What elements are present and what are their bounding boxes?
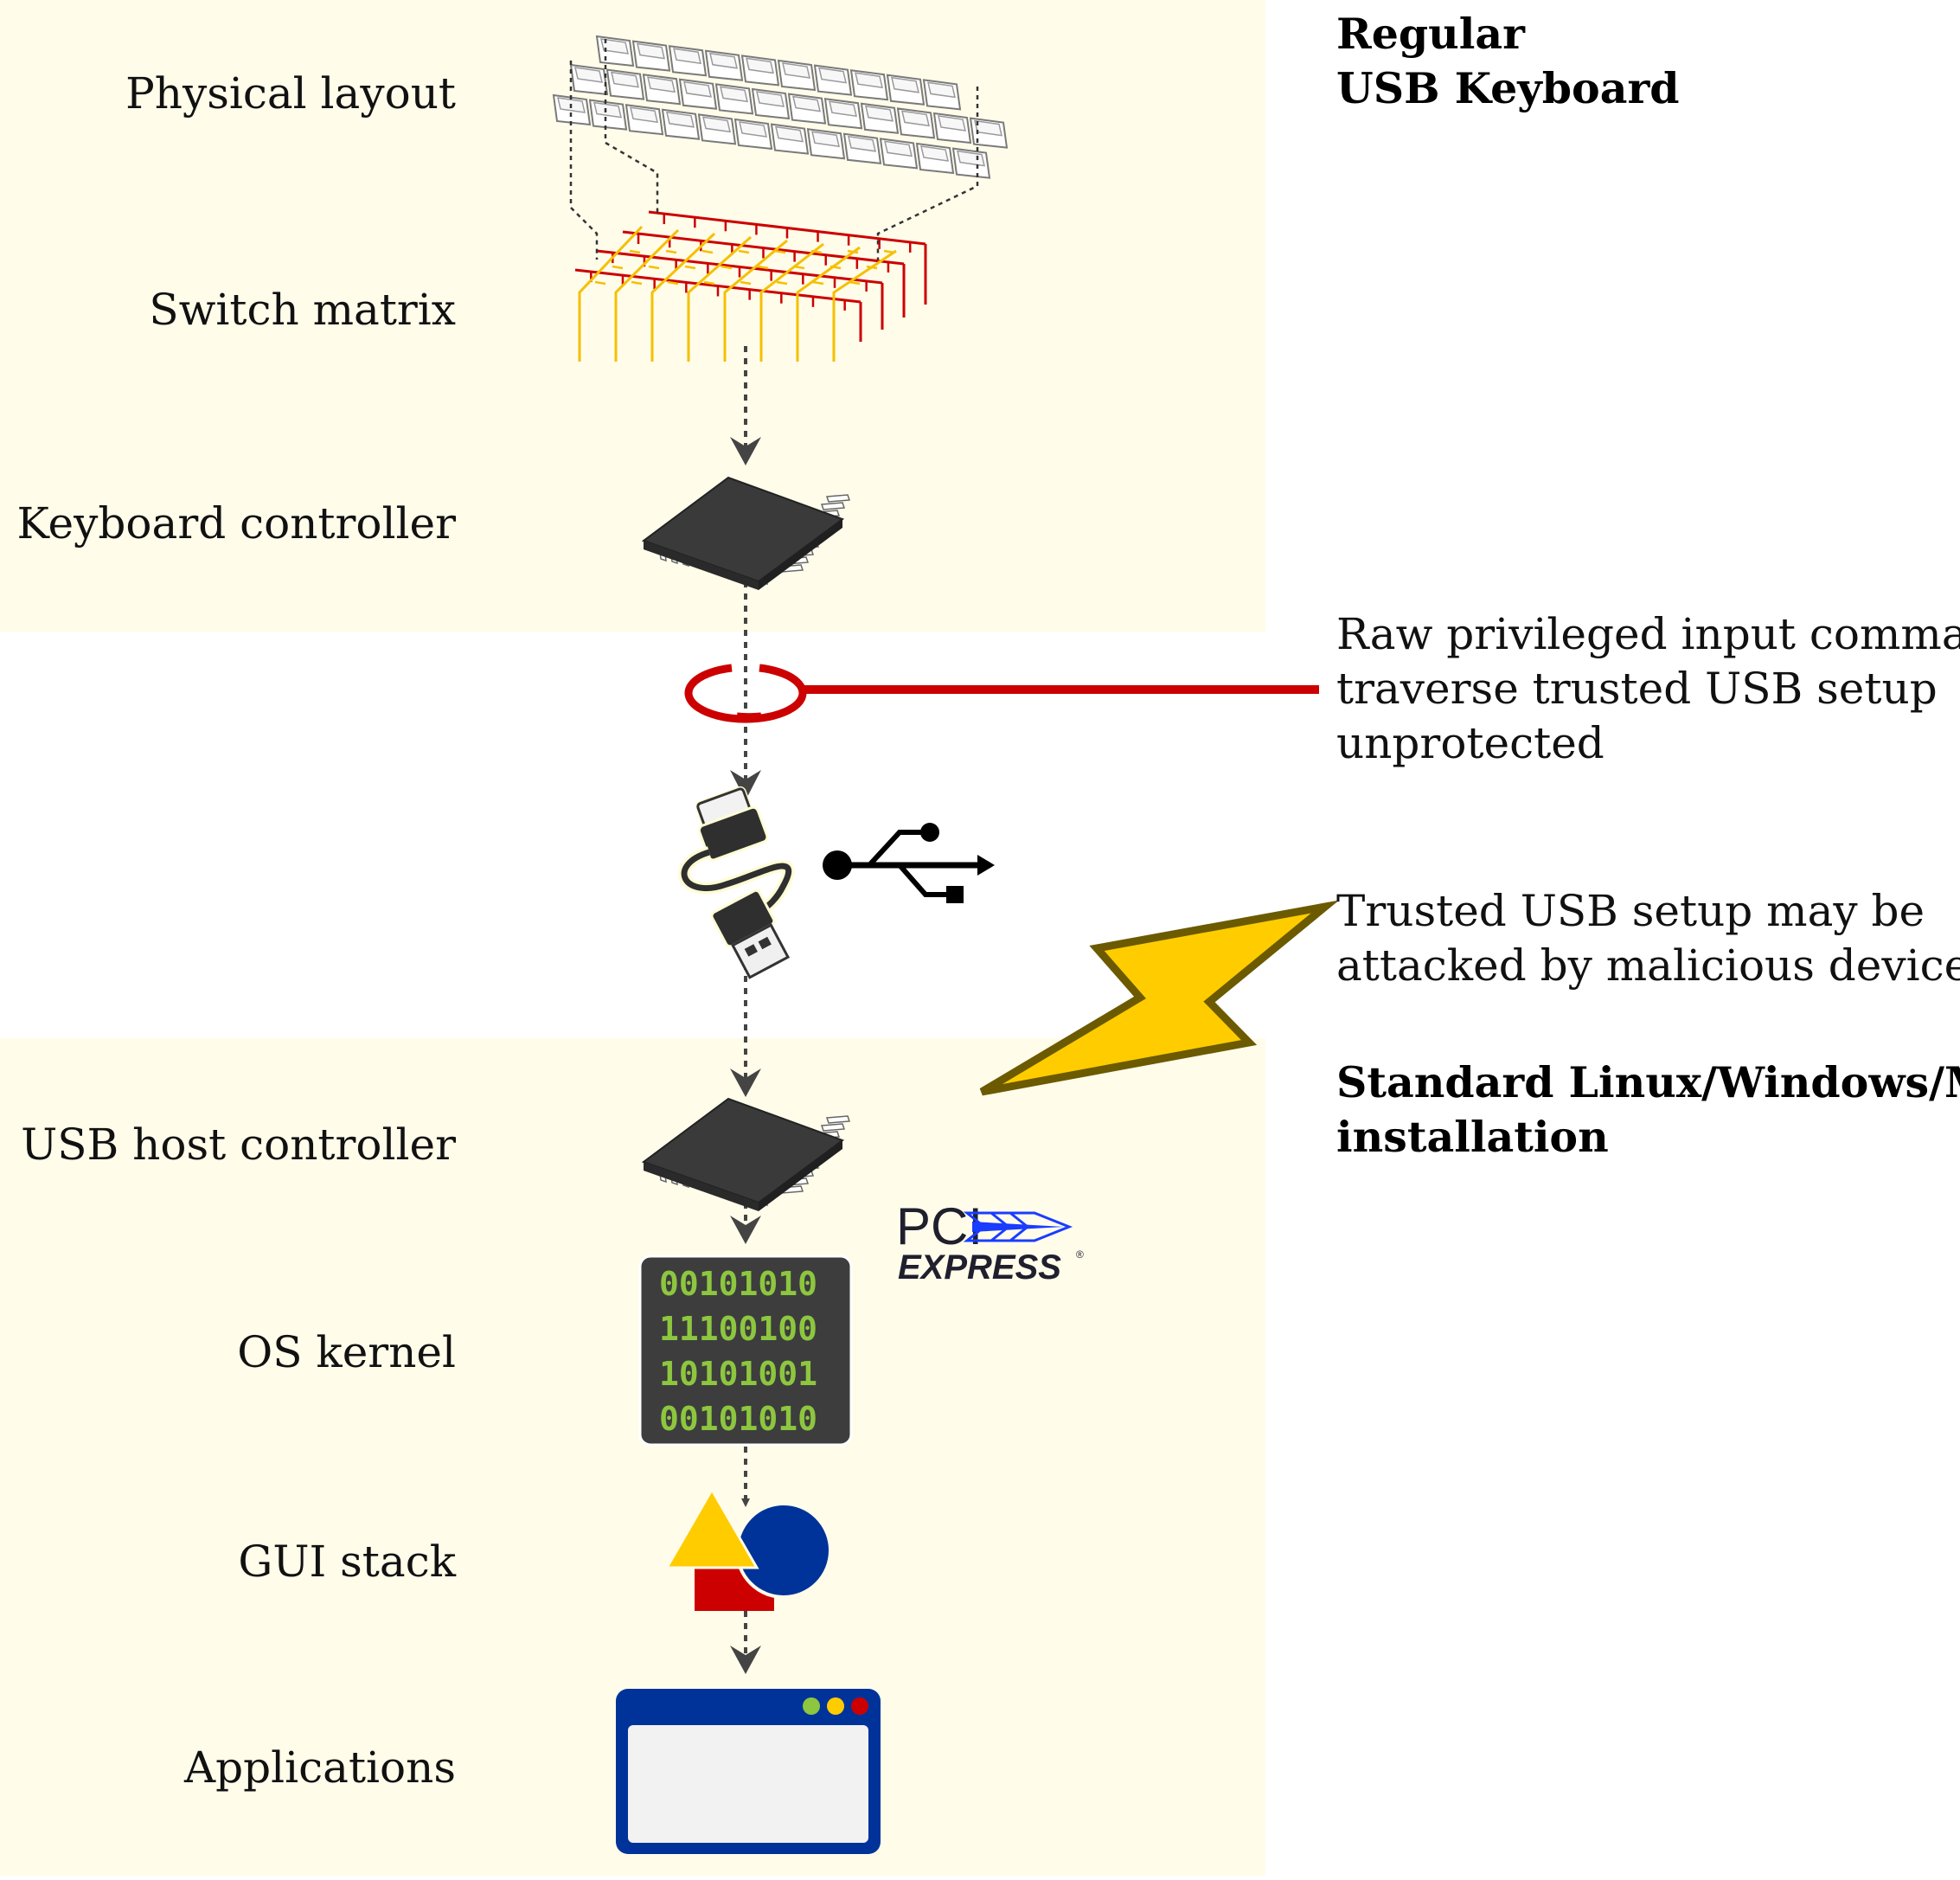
keycap <box>661 108 701 140</box>
pcie-logo-top-text: PCI <box>896 1197 983 1255</box>
keyboard-keys-icon <box>552 35 1009 179</box>
keycap <box>751 87 791 120</box>
keycap <box>922 79 962 111</box>
keycap <box>849 69 889 101</box>
flow-arrowheads <box>730 437 761 1674</box>
keycap <box>605 68 645 100</box>
layer-label-usb-host-controller: USB host controller <box>21 1120 456 1170</box>
pcie-logo-icon: PCI EXPRESS ® <box>896 1197 1084 1286</box>
keycap <box>777 59 817 92</box>
layer-label-gui-stack: GUI stack <box>238 1537 456 1587</box>
blue-circle-shape <box>735 1502 832 1599</box>
interception-ring-icon <box>684 664 1319 723</box>
pcie-logo-mark: ® <box>1076 1248 1084 1261</box>
keyboard-controller-chip-icon <box>641 476 851 590</box>
keycap <box>714 83 754 115</box>
keycap <box>806 128 846 160</box>
keycap <box>668 45 708 77</box>
keycap <box>896 107 936 139</box>
keycap <box>813 64 853 96</box>
keycap <box>842 132 882 164</box>
keycap <box>631 40 671 72</box>
window-dot-green <box>803 1697 820 1715</box>
layer-label-os-kernel: OS kernel <box>237 1327 456 1377</box>
keycap <box>642 74 682 106</box>
keycap <box>787 93 827 125</box>
keycap <box>770 123 810 155</box>
keycap <box>860 102 900 134</box>
layer-label-switch-matrix: Switch matrix <box>149 285 456 335</box>
pcie-logo-bottom-text: EXPRESS <box>898 1248 1061 1286</box>
window-dot-yellow <box>827 1697 844 1715</box>
keyboard-section-title: Regular USB Keyboard <box>1336 9 1680 113</box>
keycap <box>697 113 737 145</box>
keycap <box>733 118 773 151</box>
keycap <box>704 49 744 81</box>
keycap <box>951 147 991 179</box>
app-window-icon <box>616 1689 881 1854</box>
binary-line: 10101001 <box>659 1355 817 1393</box>
raw-input-annotation: Raw privileged input commands traverse t… <box>1336 609 1960 768</box>
usb-host-controller-chip-icon <box>641 1097 851 1211</box>
host-section-title: Standard Linux/Windows/Mac installation <box>1336 1057 1960 1162</box>
gui-shapes-icon <box>664 1487 832 1611</box>
keycap <box>595 35 635 67</box>
key-to-matrix-connectors <box>569 39 979 260</box>
layer-label-physical-layout: Physical layout <box>125 68 456 119</box>
attack-annotation: Trusted USB setup may be attacked by mal… <box>1336 886 1960 991</box>
binary-line: 11100100 <box>659 1310 817 1348</box>
binary-line: 00101010 <box>659 1265 817 1303</box>
keycap <box>969 117 1009 149</box>
layer-label-keyboard-controller: Keyboard controller <box>17 498 457 549</box>
usb-symbol-icon <box>823 823 995 903</box>
keycap <box>823 98 863 130</box>
window-dot-red <box>851 1697 868 1715</box>
keycap <box>879 138 919 170</box>
keycap <box>915 142 955 175</box>
keycap <box>552 93 592 126</box>
keycap <box>569 63 609 96</box>
keycap <box>588 99 628 131</box>
keycap <box>886 74 926 106</box>
binary-screen-icon: 00101010 11100100 10101001 00101010 <box>638 1254 853 1447</box>
binary-line: 00101010 <box>659 1400 817 1438</box>
keycap <box>625 104 664 136</box>
keycap <box>740 55 780 87</box>
switch-matrix-icon <box>574 210 927 362</box>
keycap <box>932 112 972 144</box>
keycap <box>678 78 718 110</box>
yellow-triangle-shape <box>664 1487 759 1569</box>
layer-label-applications: Applications <box>183 1742 456 1793</box>
lightning-icon <box>979 900 1340 1096</box>
usb-cable-icon <box>678 786 795 979</box>
